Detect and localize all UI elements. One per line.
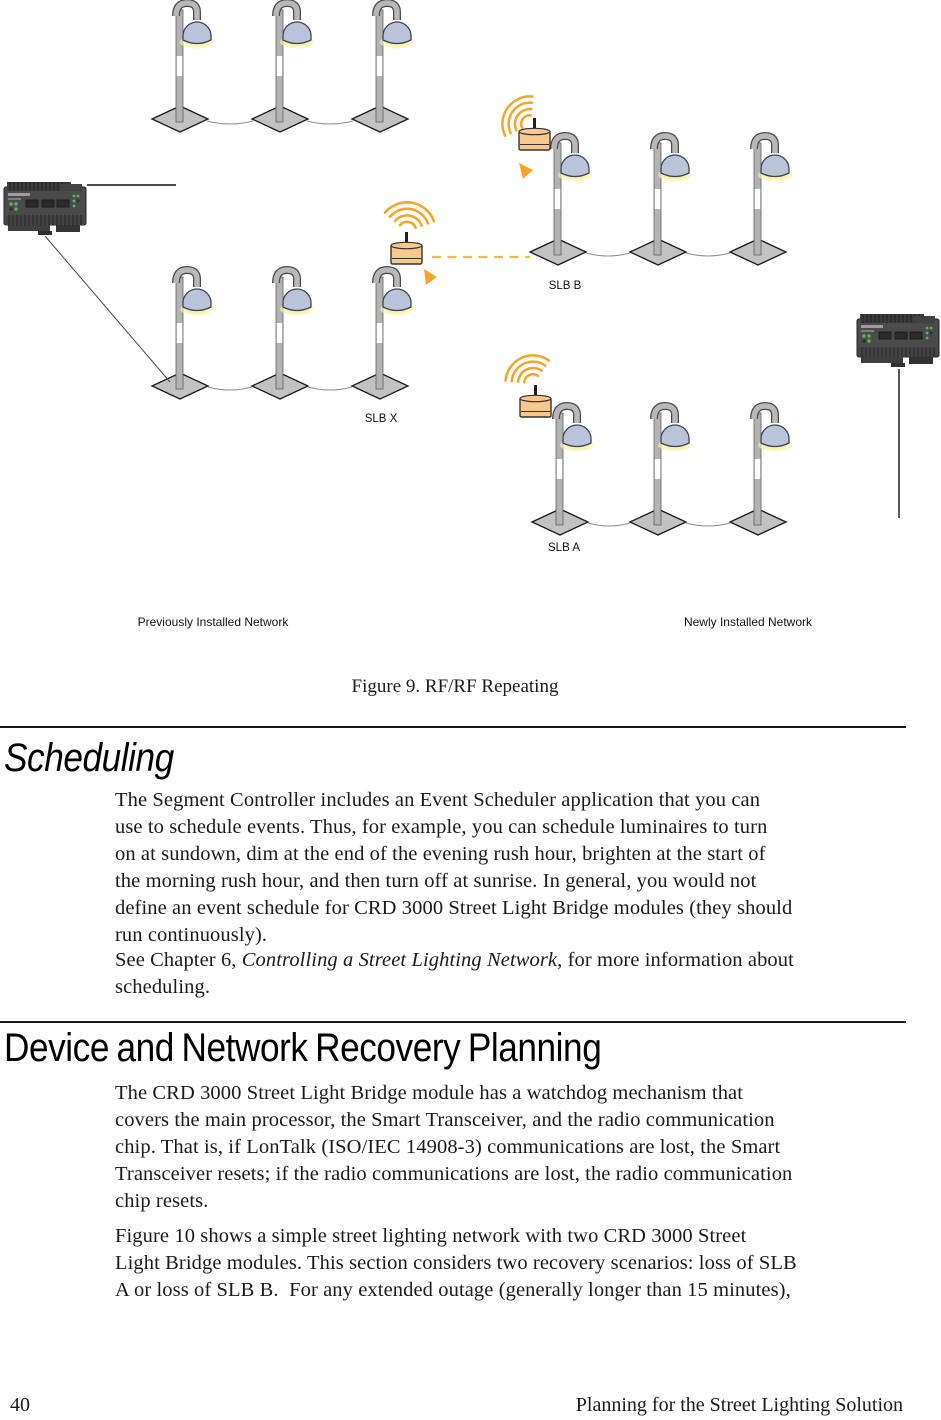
paragraph-line: run continuously).: [115, 924, 268, 946]
street-light: [532, 406, 594, 535]
running-footer-title: Planning for the Street Lighting Solutio…: [575, 1394, 903, 1416]
newly-installed-label: Newly Installed Network: [684, 615, 813, 629]
segment-controller-left: [3, 181, 87, 236]
slb-b-label: SLB B: [549, 280, 582, 292]
street-light: [730, 406, 792, 535]
radio-waves-icon: [498, 346, 555, 391]
recovery-paragraph-1: The CRD 3000 Street Light Bridge module …: [115, 1080, 915, 1215]
street-light: [730, 136, 792, 265]
paragraph-line: The Segment Controller includes an Event…: [115, 789, 761, 811]
street-light: [152, 3, 214, 132]
radio-waves-icon: [382, 197, 438, 233]
street-light: [352, 3, 414, 132]
powerline-wire: [685, 522, 731, 527]
street-light: [352, 270, 414, 399]
paragraph-line: Light Bridge modules. This section consi…: [115, 1252, 797, 1274]
slb-x-label: SLB X: [365, 413, 398, 425]
paragraph-line: See Chapter 6, Controlling a Street Ligh…: [115, 947, 915, 974]
powerline-wire: [585, 252, 631, 257]
paragraph-line: use to schedule events. Thus, for exampl…: [115, 816, 768, 838]
street-light: [630, 136, 692, 265]
paragraph-line: the morning rush hour, and then turn off…: [115, 870, 757, 892]
text-run: See Chapter 6,: [115, 949, 242, 971]
paragraph-line: define an event schedule for CRD 3000 St…: [115, 897, 793, 919]
rf-bridge-device-slb-a: [519, 384, 552, 418]
street-light: [252, 270, 314, 399]
text-run: , for more information about: [557, 949, 794, 971]
rf-bridge-device-slb-x: [390, 231, 423, 265]
rf-repeating-diagram: SLB X SLB B SLB A: [3, 0, 940, 629]
powerline-wire: [587, 522, 631, 527]
paragraph-line: scheduling.: [115, 976, 211, 998]
direction-arrow: [519, 163, 533, 179]
paragraph-line: Figure 10 shows a simple street lighting…: [115, 1225, 747, 1247]
slb-a-row: SLB A: [532, 406, 792, 554]
paragraph-line: chip resets.: [115, 1190, 209, 1212]
paragraph-line: The CRD 3000 Street Light Bridge module …: [115, 1082, 744, 1104]
paragraph-line: Transceiver resets; if the radio communi…: [115, 1163, 793, 1185]
powerline-wire: [206, 120, 254, 125]
street-light: [630, 406, 692, 535]
section-divider: [0, 1021, 906, 1023]
segment-controller-right: [856, 313, 940, 368]
scheduling-heading: Scheduling: [4, 736, 174, 780]
rf-bridge-device-slb-b: [518, 117, 551, 151]
recovery-paragraph-2: Figure 10 shows a simple street lighting…: [115, 1223, 915, 1304]
figure-caption: Figure 9. RF/RF Repeating: [351, 676, 559, 697]
paragraph-line: A or loss of SLB B. For any extended out…: [115, 1279, 791, 1301]
street-light: [252, 3, 314, 132]
scheduling-paragraph-1: The Segment Controller includes an Event…: [115, 787, 915, 949]
scheduling-paragraph-2: See Chapter 6, Controlling a Street Ligh…: [115, 947, 915, 1001]
section-divider: [0, 726, 906, 728]
paragraph-line: chip. That is, if LonTalk (ISO/IEC 14908…: [115, 1136, 781, 1158]
slb-b-row: SLB B: [530, 136, 792, 292]
paragraph-line: covers the main processor, the Smart Tra…: [115, 1109, 775, 1131]
previously-installed-row: [152, 3, 414, 132]
slb-a-label: SLB A: [548, 542, 580, 554]
powerline-wire: [685, 252, 731, 257]
street-light: [530, 136, 592, 265]
slb-x-row: SLB X: [152, 270, 414, 425]
powerline-wire: [207, 386, 253, 391]
powerline-wire: [306, 120, 354, 125]
paragraph-line: on at sundown, dim at the end of the eve…: [115, 843, 766, 865]
powerline-wire: [307, 386, 353, 391]
street-light: [152, 270, 214, 399]
recovery-heading: Device and Network Recovery Planning: [4, 1026, 602, 1070]
controller-slbx-line: [44, 235, 171, 383]
page-number: 40: [10, 1394, 30, 1416]
italic-book-title: Controlling a Street Lighting Network: [241, 949, 558, 971]
previously-installed-label: Previously Installed Network: [138, 615, 290, 629]
direction-arrow: [424, 269, 437, 285]
